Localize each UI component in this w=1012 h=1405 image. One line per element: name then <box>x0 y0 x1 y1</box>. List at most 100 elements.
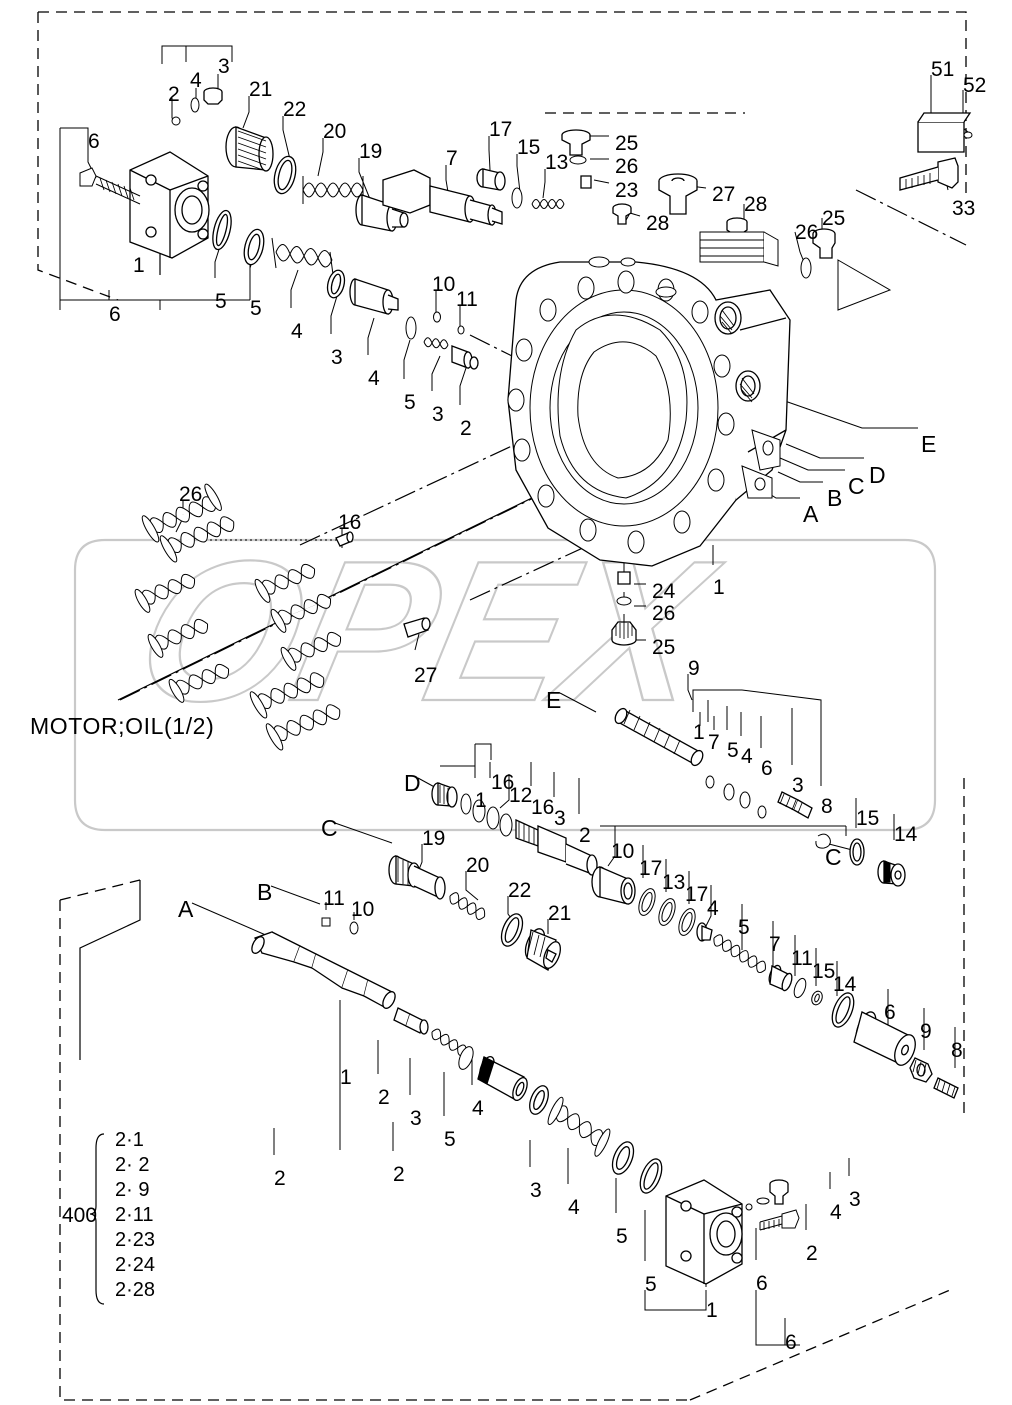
callout-number-21: 21 <box>249 78 273 101</box>
spring-item-20-C <box>449 892 486 920</box>
plug-item-14-E <box>877 860 906 887</box>
group-entry-2: 2· 9 <box>115 1179 150 1201</box>
oring-item-22-C <box>500 913 524 947</box>
valve-block-bottom-A <box>665 1179 743 1285</box>
group-entry-4: 2·23 <box>115 1229 156 1251</box>
callout-number-19: 19 <box>422 827 446 850</box>
sleeve-item-4-mid <box>349 278 399 315</box>
leader-lines-mid-chain <box>600 825 956 1068</box>
housing-right-lugs <box>741 429 781 499</box>
callout-number-4: 4 <box>472 1097 484 1120</box>
callout-number-52: 52 <box>963 74 987 97</box>
screw-item-28-a <box>612 203 632 225</box>
callout-number-3: 3 <box>331 346 343 369</box>
nut-hatch-9-mid <box>912 1059 927 1077</box>
oring-item-26-upper <box>569 155 587 165</box>
callout-number-1: 1 <box>706 1299 718 1322</box>
callout-number-15: 15 <box>517 136 541 159</box>
callout-number-7: 7 <box>769 933 781 956</box>
callout-number-11: 11 <box>323 887 345 910</box>
chain-line-middle <box>119 484 601 701</box>
poppet-item-4-mid <box>696 922 713 942</box>
sleeve-hatch-19-C <box>397 858 409 885</box>
callout-number-16: 16 <box>491 771 515 794</box>
callout-number-6: 6 <box>756 1272 768 1295</box>
callout-number-11: 11 <box>791 947 813 970</box>
valve-block-top-left <box>129 151 210 259</box>
callout-number-2: 2 <box>274 1167 286 1190</box>
bolt-hatch-item-3-E <box>779 793 803 814</box>
callout-number-23: 23 <box>615 179 639 202</box>
setscrew-hatch-8-mid <box>936 1078 956 1097</box>
bolt-hatch-6-bottom <box>763 1219 780 1230</box>
pin-item-16 <box>335 531 354 547</box>
pin-item-27 <box>403 617 431 638</box>
callout-number-25: 25 <box>615 132 639 155</box>
section-ref-c: C <box>825 844 842 870</box>
spring-item-20 <box>302 176 364 204</box>
callout-number-4: 4 <box>830 1201 842 1224</box>
callout-number-15: 15 <box>812 960 836 983</box>
rivet-item-52 <box>963 131 973 139</box>
callout-number-4: 4 <box>568 1196 580 1219</box>
oring-item-2-top-left <box>171 116 181 126</box>
callout-number-24: 24 <box>652 580 676 603</box>
group-entry-5: 2·24 <box>115 1254 156 1276</box>
sleeve-item-10-mid <box>591 866 636 905</box>
callout-number-9: 9 <box>920 1020 932 1043</box>
callout-number-26: 26 <box>652 602 676 625</box>
bolt-threads-item-33 <box>905 173 931 189</box>
oring-item-15-mid <box>811 990 823 1006</box>
callout-number-3: 3 <box>530 1179 542 1202</box>
callout-number-3: 3 <box>432 403 444 426</box>
callout-number-5: 5 <box>616 1225 628 1248</box>
rings-mid-chain <box>638 888 696 936</box>
oring-item-5-section-A <box>458 1046 474 1070</box>
spool-item-1-section-A <box>251 931 396 1009</box>
callout-number-5: 5 <box>250 297 262 320</box>
section-ref-a: A <box>178 896 194 922</box>
callout-number-14: 14 <box>894 823 918 846</box>
spring-item-13 <box>531 199 565 209</box>
callout-number-16: 16 <box>338 511 362 534</box>
callout-number-17: 17 <box>685 883 709 906</box>
plug-item-17 <box>476 168 506 191</box>
plug-item-21-C <box>524 928 561 971</box>
poppet-item-2-section-A <box>393 1007 429 1035</box>
callout-number-5: 5 <box>645 1273 657 1296</box>
callout-number-3: 3 <box>410 1107 422 1130</box>
callout-number-22: 22 <box>508 879 532 902</box>
callout-number-20: 20 <box>323 120 347 143</box>
callout-number-4: 4 <box>741 745 753 768</box>
callout-number-28: 28 <box>744 193 768 216</box>
callout-number-22: 22 <box>283 98 307 121</box>
callout-number-17: 17 <box>489 118 513 141</box>
spring-item-4-top-left <box>271 237 335 283</box>
section-A-boundary <box>59 778 965 1401</box>
washer-item-3-top-left <box>326 269 346 299</box>
group-code-400: 400 <box>62 1204 98 1227</box>
callout-number-4: 4 <box>291 320 303 343</box>
valve-spool-item-7 <box>382 169 503 226</box>
washer-item-3-section-A <box>529 1085 549 1115</box>
pin-item-11-B <box>321 917 331 927</box>
plug-item-25-right <box>812 228 836 259</box>
callout-number-4: 4 <box>707 897 719 920</box>
oring-item-22 <box>273 155 297 195</box>
valve-body-section-D <box>515 818 598 876</box>
callout-number-10: 10 <box>432 273 456 296</box>
oring-item-11-mid <box>793 977 807 999</box>
housing-top-rib <box>699 231 779 267</box>
callout-number-4: 4 <box>368 367 380 390</box>
callout-number-28: 28 <box>646 212 670 235</box>
callout-number-8: 8 <box>821 795 833 818</box>
title-text: MOTOR;OIL(1/2) <box>30 713 215 739</box>
plug-hatch-21-C <box>527 931 546 958</box>
retainer-item-C <box>815 833 831 849</box>
callout-number-6: 6 <box>88 130 100 153</box>
oring-item-14-mid <box>831 992 855 1028</box>
callout-number-4: 4 <box>190 69 202 92</box>
callout-number-5: 5 <box>738 916 750 939</box>
